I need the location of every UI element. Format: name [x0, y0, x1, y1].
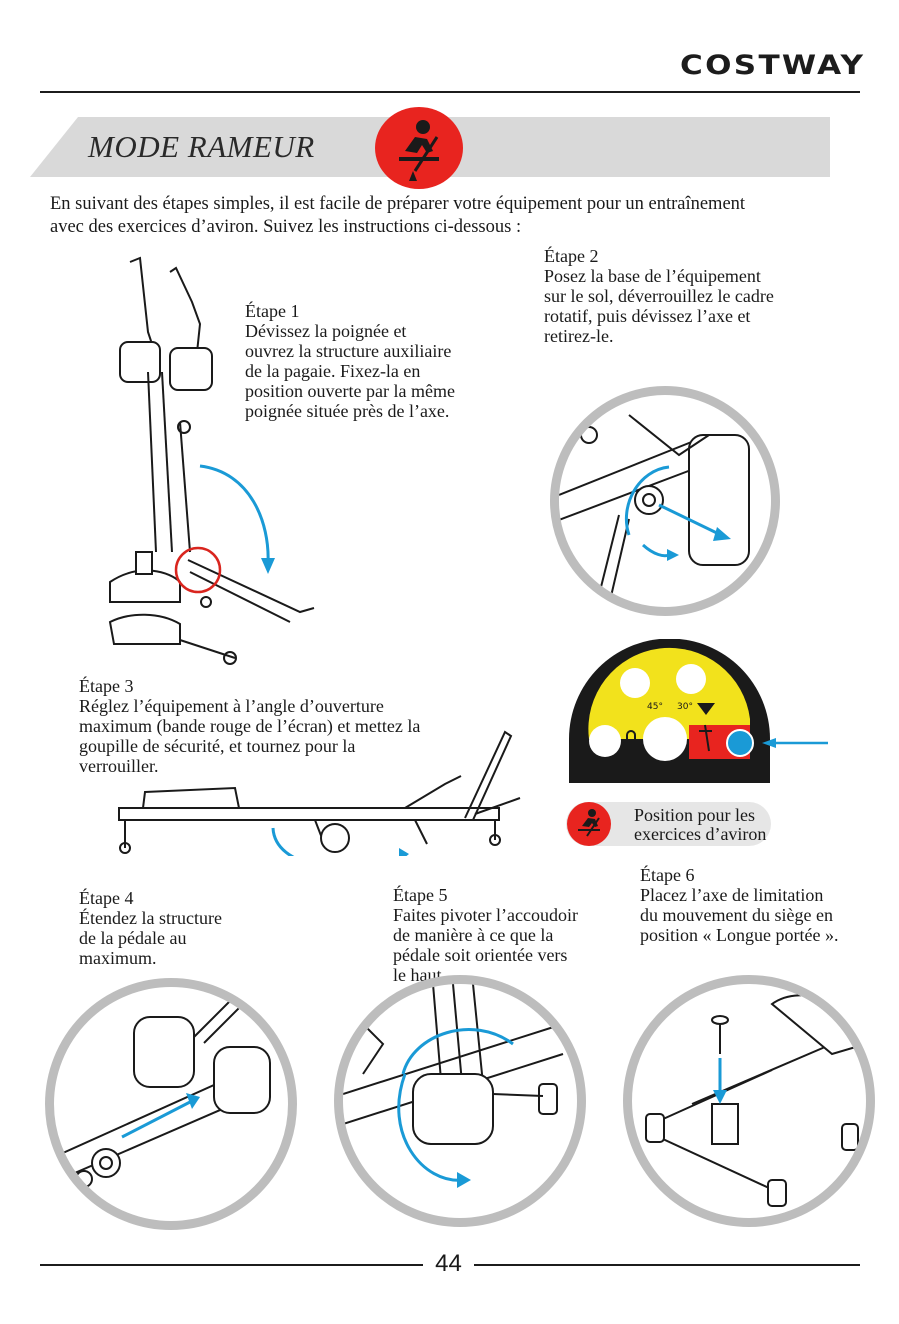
step5-illustration [334, 975, 586, 1227]
intro-line: En suivant des étapes simples, il est fa… [50, 194, 746, 214]
legend-line: exercices d’aviron [634, 824, 767, 844]
legend-line: Position pour les [634, 805, 756, 825]
step-line: de la pédale au [79, 928, 187, 948]
angle-30-label: 30° [677, 702, 693, 712]
step4-illustration [45, 978, 297, 1230]
step-line: sur le sol, déverrouillez le cadre [544, 286, 774, 306]
intro-line: avec des exercices d’aviron. Suivez les … [50, 217, 522, 237]
rowing-person-icon [375, 107, 463, 189]
step-line: rotatif, puis dévissez l’axe et [544, 306, 751, 326]
step-title: Étape 5 [393, 885, 448, 905]
angle-45-label: 45° [647, 702, 663, 712]
step-1: Étape 1 Dévissez la poignée et ouvrez la… [245, 301, 455, 421]
page-number: 44 [435, 1250, 462, 1277]
step3-illustration [115, 728, 535, 856]
footer-divider-right [474, 1264, 860, 1266]
step2-illustration [550, 386, 780, 616]
step1-illustration [100, 252, 330, 672]
step-line: Dévissez la poignée et [245, 321, 407, 341]
angle-dial: 45° 30° [569, 639, 770, 783]
step-line: Faites pivoter l’accoudoir [393, 905, 578, 925]
step-line: de manière à ce que la [393, 925, 554, 945]
step-4: Étape 4 Étendez la structure de la pédal… [79, 888, 222, 968]
step-line: ouvrez la structure auxiliaire [245, 341, 452, 361]
step-title: Étape 3 [79, 676, 134, 696]
step-line: poignée située près de l’axe. [245, 401, 450, 421]
intro-text: En suivant des étapes simples, il est fa… [50, 193, 850, 239]
step-line: Réglez l’équipement à l’angle d’ouvertur… [79, 696, 384, 716]
step-line: Placez l’axe de limitation [640, 885, 824, 905]
step-2: Étape 2 Posez la base de l’équipement su… [544, 246, 774, 346]
step-line: maximum. [79, 948, 157, 968]
step-title: Étape 1 [245, 301, 300, 321]
step-line: pédale soit orientée vers [393, 945, 568, 965]
step-line: Étendez la structure [79, 908, 222, 928]
step-line: de la pagaie. Fixez-la en [245, 361, 421, 381]
footer-divider-left [40, 1264, 423, 1266]
step-line: verrouiller. [79, 756, 159, 776]
header-divider [40, 91, 860, 93]
legend-text: Position pour les exercices d’aviron [634, 806, 766, 844]
step-line: Posez la base de l’équipement [544, 266, 761, 286]
step-3: Étape 3 Réglez l’équipement à l’angle d’… [79, 676, 420, 776]
brand-logo: COSTWAY [680, 50, 866, 81]
step-line: du mouvement du siège en [640, 905, 833, 925]
pointer-arrow [760, 738, 828, 748]
rowing-person-icon [567, 802, 611, 846]
step-6: Étape 6 Placez l’axe de limitation du mo… [640, 865, 838, 945]
step-line: maximum (bande rouge de l’écran) et mett… [79, 716, 421, 736]
step-title: Étape 2 [544, 246, 599, 266]
step-5: Étape 5 Faites pivoter l’accoudoir de ma… [393, 885, 578, 985]
step-title: Étape 6 [640, 865, 695, 885]
step-line: goupille de sécurité, et tournez pour la [79, 736, 356, 756]
step-title: Étape 4 [79, 888, 134, 908]
section-title: MODE RAMEUR [88, 129, 315, 164]
step6-illustration [623, 975, 875, 1227]
step-line: position ouverte par la même [245, 381, 455, 401]
step-line: position « Longue portée ». [640, 925, 839, 945]
step-line: retirez-le. [544, 326, 614, 346]
